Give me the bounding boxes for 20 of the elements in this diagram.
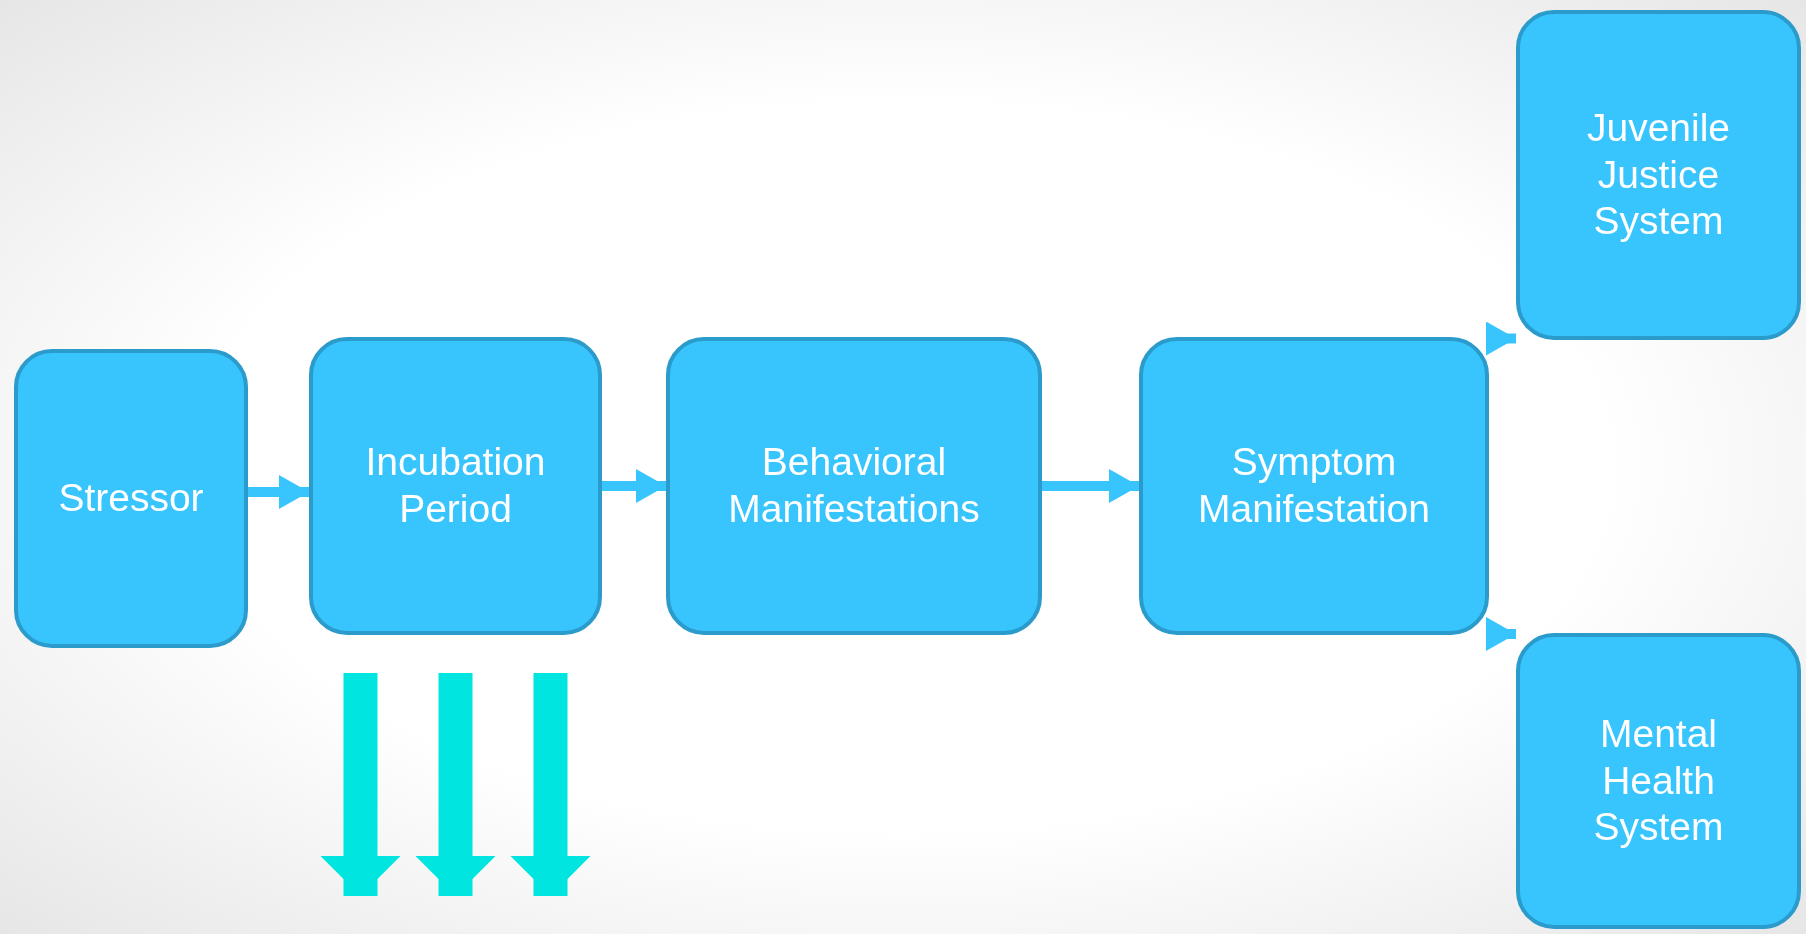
arrow bbox=[602, 469, 666, 503]
box-label: Symptom Manifestation bbox=[1197, 439, 1431, 532]
process-box bbox=[14, 349, 248, 648]
process-box bbox=[1516, 10, 1801, 340]
process-box bbox=[1516, 633, 1801, 929]
box-label: Juvenile Justice System bbox=[1585, 104, 1732, 245]
arrow bbox=[1486, 321, 1516, 356]
box-label: Stressor bbox=[57, 475, 205, 522]
arrow bbox=[415, 673, 496, 896]
process-box bbox=[309, 337, 602, 635]
arrow bbox=[1042, 469, 1139, 503]
arrow bbox=[1486, 617, 1516, 651]
box-label: Incubation Period bbox=[364, 439, 547, 532]
box-label: Mental Health System bbox=[1592, 710, 1725, 851]
process-box bbox=[666, 337, 1042, 635]
arrow bbox=[248, 475, 309, 509]
arrow bbox=[510, 673, 591, 896]
arrow bbox=[320, 673, 401, 896]
process-box bbox=[1139, 337, 1489, 635]
box-label: Behavioral Manifestations bbox=[727, 439, 981, 532]
